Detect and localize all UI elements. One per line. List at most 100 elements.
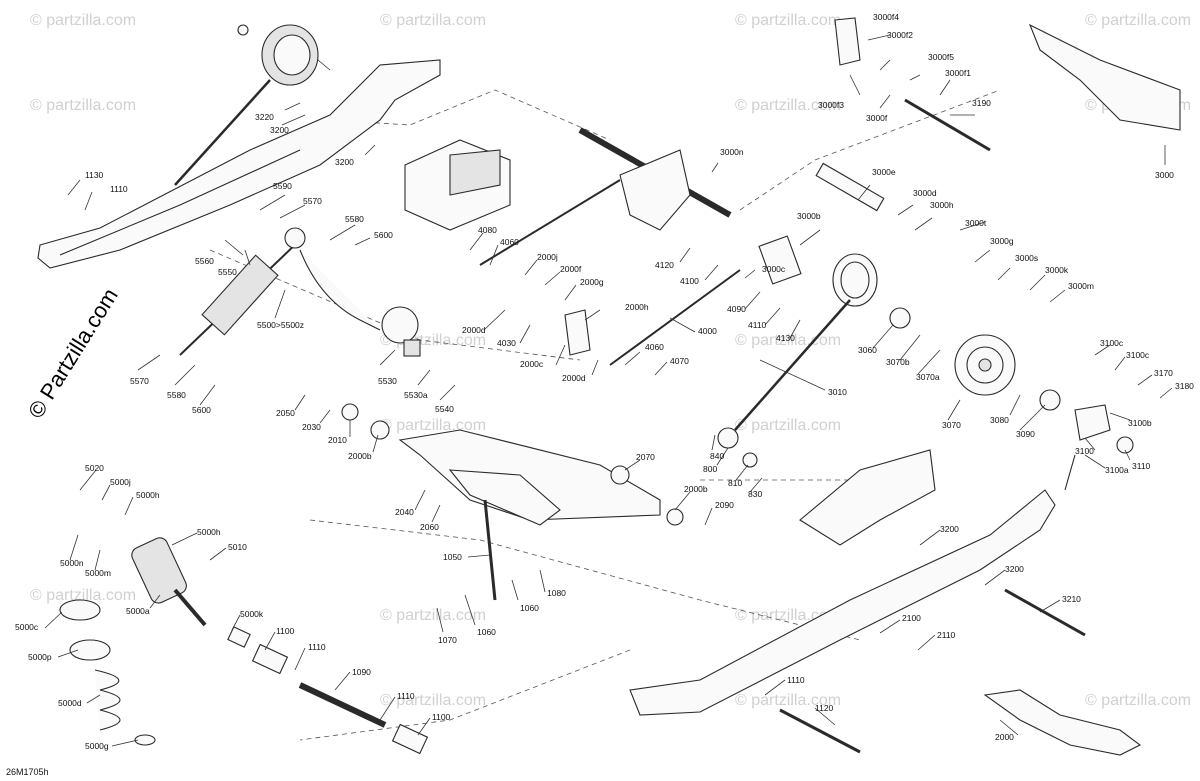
part-label-5010[interactable]: 5010 <box>228 542 247 552</box>
part-label-3200[interactable]: 3200 <box>335 157 354 167</box>
part-label-5550[interactable]: 5550 <box>218 267 237 277</box>
part-label-3090[interactable]: 3090 <box>1016 429 1035 439</box>
part-label-4130[interactable]: 4130 <box>776 333 795 343</box>
part-label-2000b[interactable]: 2000b <box>348 451 372 461</box>
part-label-2000j[interactable]: 2000j <box>537 252 558 262</box>
part-label-2070[interactable]: 2070 <box>636 452 655 462</box>
part-label-1080[interactable]: 1080 <box>547 588 566 598</box>
part-label-2000h[interactable]: 2000h <box>625 302 649 312</box>
part-label-3220[interactable]: 3220 <box>255 112 274 122</box>
part-label-5000a[interactable]: 5000a <box>126 606 150 616</box>
part-label-3000f5[interactable]: 3000f5 <box>928 52 954 62</box>
part-label-3100c[interactable]: 3100c <box>1126 350 1150 360</box>
part-label-2000[interactable]: 2000 <box>995 732 1014 742</box>
part-label-810[interactable]: 810 <box>728 478 742 488</box>
part-label-3000d[interactable]: 3000d <box>913 188 937 198</box>
part-label-2000d[interactable]: 2000d <box>562 373 586 383</box>
part-label-3000n[interactable]: 3000n <box>720 147 744 157</box>
part-label-5000h[interactable]: 5000h <box>136 490 160 500</box>
part-label-5000j[interactable]: 5000j <box>110 477 131 487</box>
part-label-5000h[interactable]: 5000h <box>197 527 221 537</box>
part-label-5000c[interactable]: 5000c <box>15 622 39 632</box>
part-label-5000n[interactable]: 5000n <box>60 558 84 568</box>
part-label-3010[interactable]: 3010 <box>828 387 847 397</box>
part-label-1100[interactable]: 1100 <box>276 626 295 636</box>
part-label-5590[interactable]: 5590 <box>273 181 292 191</box>
part-label-5020[interactable]: 5020 <box>85 463 104 473</box>
part-label-1120[interactable]: 1120 <box>815 703 834 713</box>
part-label-3110[interactable]: 3110 <box>1132 461 1151 471</box>
part-label-1070[interactable]: 1070 <box>438 635 457 645</box>
part-label-5000m[interactable]: 5000m <box>85 568 111 578</box>
part-label-3000h[interactable]: 3000h <box>930 200 954 210</box>
part-label-4120[interactable]: 4120 <box>655 260 674 270</box>
part-label-5540[interactable]: 5540 <box>435 404 454 414</box>
part-label-3000m[interactable]: 3000m <box>1068 281 1094 291</box>
part-label-5560[interactable]: 5560 <box>195 256 214 266</box>
part-label-3200[interactable]: 3200 <box>270 125 289 135</box>
part-label-3000b[interactable]: 3000b <box>797 211 821 221</box>
part-label-2040[interactable]: 2040 <box>395 507 414 517</box>
part-label-3100[interactable]: 3100 <box>1075 446 1094 456</box>
part-label-3000k[interactable]: 3000k <box>1045 265 1069 275</box>
part-label-3180[interactable]: 3180 <box>1175 381 1194 391</box>
part-label-3000t[interactable]: 3000t <box>965 218 987 228</box>
part-label-5000k[interactable]: 5000k <box>240 609 264 619</box>
part-label-5580[interactable]: 5580 <box>167 390 186 400</box>
part-label-5600[interactable]: 5600 <box>192 405 211 415</box>
part-label-3000g[interactable]: 3000g <box>990 236 1014 246</box>
part-label-3170[interactable]: 3170 <box>1154 368 1173 378</box>
part-label-4080[interactable]: 4080 <box>478 225 497 235</box>
part-label-2050[interactable]: 2050 <box>276 408 295 418</box>
part-label-2000d[interactable]: 2000d <box>462 325 486 335</box>
part-label-3000f4[interactable]: 3000f4 <box>873 12 899 22</box>
part-label-3070a[interactable]: 3070a <box>916 372 940 382</box>
part-label-1110[interactable]: 1110 <box>308 642 326 652</box>
part-label-1060[interactable]: 1060 <box>477 627 496 637</box>
part-label-830[interactable]: 830 <box>748 489 762 499</box>
part-label-2010[interactable]: 2010 <box>328 435 347 445</box>
part-label-800[interactable]: 800 <box>703 464 717 474</box>
part-label-3000[interactable]: 3000 <box>1155 170 1174 180</box>
part-label-1100[interactable]: 1100 <box>432 712 451 722</box>
part-label-4090[interactable]: 4090 <box>727 304 746 314</box>
part-label-5530[interactable]: 5530 <box>378 376 397 386</box>
part-label-1090[interactable]: 1090 <box>352 667 371 677</box>
part-label-3000e[interactable]: 3000e <box>872 167 896 177</box>
part-label-3200[interactable]: 3200 <box>1005 564 1024 574</box>
part-label-2100[interactable]: 2100 <box>902 613 921 623</box>
part-label-1050[interactable]: 1050 <box>443 552 462 562</box>
part-label-2060[interactable]: 2060 <box>420 522 439 532</box>
part-label-5580[interactable]: 5580 <box>345 214 364 224</box>
part-label-1060[interactable]: 1060 <box>520 603 539 613</box>
part-label-5600[interactable]: 5600 <box>374 230 393 240</box>
part-label-3070[interactable]: 3070 <box>942 420 961 430</box>
part-label-2090[interactable]: 2090 <box>715 500 734 510</box>
part-label-4110[interactable]: 4110 <box>748 320 767 330</box>
part-label-1110[interactable]: 1110 <box>397 691 415 701</box>
part-label-5000d[interactable]: 5000d <box>58 698 82 708</box>
part-label-4070[interactable]: 4070 <box>670 356 689 366</box>
part-label-2000c[interactable]: 2000c <box>520 359 544 369</box>
part-label-3000f2[interactable]: 3000f2 <box>887 30 913 40</box>
part-label-2000f[interactable]: 2000f <box>560 264 582 274</box>
part-label-5570[interactable]: 5570 <box>130 376 149 386</box>
part-label-3080[interactable]: 3080 <box>990 415 1009 425</box>
part-label-5000g[interactable]: 5000g <box>85 741 109 751</box>
part-label-2000g[interactable]: 2000g <box>580 277 604 287</box>
part-label-3190[interactable]: 3190 <box>972 98 991 108</box>
part-label-4100[interactable]: 4100 <box>680 276 699 286</box>
part-label-3000f1[interactable]: 3000f1 <box>945 68 971 78</box>
part-label-1110[interactable]: 1110 <box>787 675 805 685</box>
part-label-3000f3[interactable]: 3000f3 <box>818 100 844 110</box>
part-label-3060[interactable]: 3060 <box>858 345 877 355</box>
part-label-5530a[interactable]: 5530a <box>404 390 428 400</box>
part-label-840[interactable]: 840 <box>710 451 724 461</box>
part-label-1110[interactable]: 1110 <box>110 184 128 194</box>
part-label-1130[interactable]: 1130 <box>85 170 104 180</box>
part-label-4060[interactable]: 4060 <box>645 342 664 352</box>
part-label-3000s[interactable]: 3000s <box>1015 253 1038 263</box>
part-label-4000[interactable]: 4000 <box>698 326 717 336</box>
part-label-5500[interactable]: 5500>5500z <box>257 320 304 330</box>
part-label-3070b[interactable]: 3070b <box>886 357 910 367</box>
